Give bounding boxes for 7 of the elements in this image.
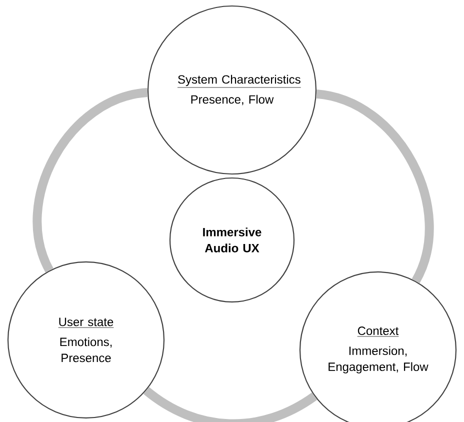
ring-arc [32,88,148,272]
circle-node: System Characteristics Presence, Flow [147,5,317,175]
ring-arc [144,386,317,422]
ring-arc [316,90,434,283]
circle-node: Immersive Audio UX [169,177,295,303]
circle-node: User state Emotions, Presence [7,261,165,419]
circle-node: Context Immersion, Engagement, Flow [299,271,457,422]
